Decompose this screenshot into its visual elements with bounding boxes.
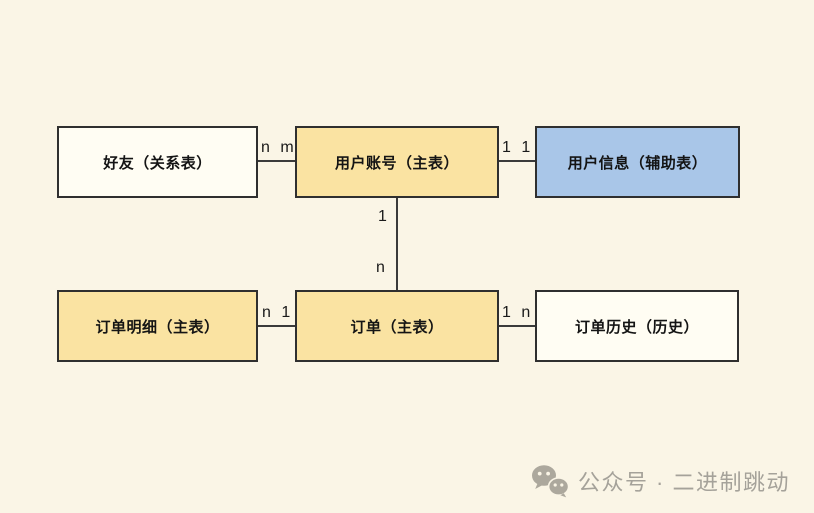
edge-cardinality-label: 1 1 xyxy=(502,139,531,156)
edge-cardinality-label: n xyxy=(376,259,385,276)
edge-order-detail-order xyxy=(258,325,295,327)
node-user-info-auxiliary-table: 用户信息（辅助表） xyxy=(535,126,740,198)
edge-user-account-order xyxy=(396,198,398,290)
node-order-detail-primary-table: 订单明细（主表） xyxy=(57,290,258,362)
node-label: 好友（关系表） xyxy=(103,154,212,172)
edge-cardinality-label: 1 xyxy=(378,208,387,225)
node-label: 用户信息（辅助表） xyxy=(567,154,708,172)
watermark-text: 公众号 · 二进制跳动 xyxy=(577,470,790,495)
node-user-account-primary-table: 用户账号（主表） xyxy=(295,126,499,198)
node-label: 用户账号（主表） xyxy=(334,154,459,172)
node-label: 订单历史（历史） xyxy=(574,318,699,336)
edge-cardinality-label: n 1 xyxy=(262,304,291,321)
edge-friends-user-account xyxy=(258,160,295,162)
node-friends-relation-table: 好友（关系表） xyxy=(57,126,258,198)
edge-order-order-history xyxy=(499,325,535,327)
edge-cardinality-label: 1 n xyxy=(502,304,531,321)
node-order-primary-table: 订单（主表） xyxy=(295,290,499,362)
edge-user-account-user-info xyxy=(499,160,535,162)
node-label: 订单明细（主表） xyxy=(95,318,220,336)
edge-cardinality-label: n m xyxy=(261,139,294,156)
node-order-history-table: 订单历史（历史） xyxy=(535,290,739,362)
node-label: 订单（主表） xyxy=(350,318,444,336)
wechat-icon xyxy=(531,465,569,498)
watermark: 公众号 · 二进制跳动 xyxy=(531,464,790,498)
